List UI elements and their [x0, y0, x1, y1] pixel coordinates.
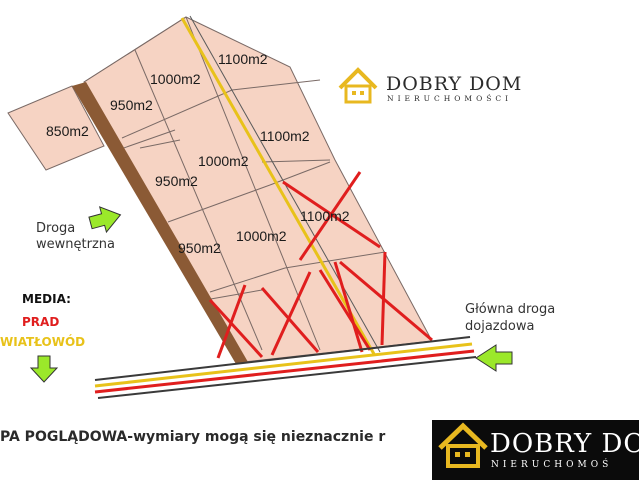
map-caption: PA POGLĄDOWA-wymiary mogą się nieznaczni… — [0, 429, 385, 445]
plots-group — [7, 16, 433, 363]
main-road-label-line1: Główna droga — [465, 302, 555, 317]
media-power: PRAD — [22, 315, 59, 329]
logo-bottom: DOBRY DO NIERUCHOMOŚ — [432, 420, 639, 480]
media-fiber: WIATŁOWÓD — [0, 334, 85, 349]
logo-bottom-name: DOBRY DO — [490, 429, 639, 459]
plot-label-950-low: 950m2 — [178, 240, 221, 256]
logo-subtitle: NIERUCHOMOŚCI — [387, 94, 512, 103]
sold-markers — [208, 171, 433, 359]
main-road-arrow-icon — [475, 344, 513, 372]
plot-label-850: 850m2 — [46, 123, 89, 139]
plot-label-950-mid: 950m2 — [155, 173, 198, 189]
main-road — [94, 336, 477, 399]
main-road-label-line2: dojazdowa — [465, 319, 534, 334]
plot-label-1100-mid: 1100m2 — [260, 128, 310, 144]
plot-label-950-top: 950m2 — [110, 97, 153, 113]
internal-road-arrow-icon — [88, 206, 122, 234]
house-logo-icon-bottom — [438, 422, 488, 468]
internal-road-label-line2: wewnętrzna — [36, 237, 115, 252]
plot-label-1100-sold: 1100m2 — [300, 208, 350, 224]
logo-bottom-subtitle: NIERUCHOMOŚ — [491, 458, 612, 470]
media-down-arrow-icon — [29, 355, 59, 383]
fiber-line-internal — [180, 17, 376, 355]
media-heading: MEDIA: — [22, 292, 71, 306]
internal-road-label-line1: Droga — [36, 221, 75, 236]
plot-label-1100-top: 1100m2 — [218, 51, 268, 67]
logo-top: DOBRY DOM NIERUCHOMOŚCI — [338, 67, 522, 104]
plot-label-1000-low: 1000m2 — [236, 228, 287, 244]
plot-label-1000-top: 1000m2 — [150, 71, 201, 87]
logo-name: DOBRY DOM — [386, 73, 522, 95]
internal-road — [72, 82, 248, 364]
house-logo-icon — [338, 67, 378, 104]
plot-label-1000-mid: 1000m2 — [198, 153, 249, 169]
plot-850 — [7, 85, 105, 171]
